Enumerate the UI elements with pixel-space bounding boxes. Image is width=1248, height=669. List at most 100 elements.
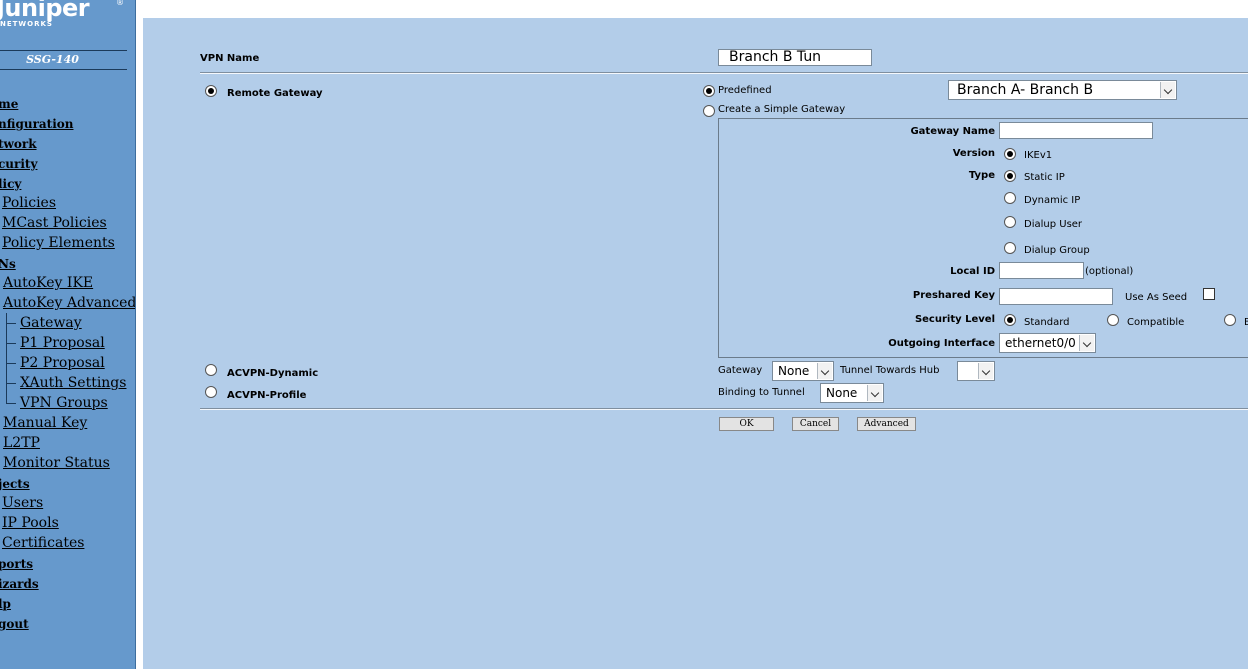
nav-vpns[interactable]: Ns: [0, 257, 16, 271]
gateway-name-label: Gateway Name: [910, 126, 995, 137]
local-id-label: Local ID: [950, 266, 995, 277]
version-ikev1-label: IKEv1: [1024, 150, 1053, 161]
nav-network[interactable]: twork: [0, 137, 37, 151]
security-basic-label: B: [1244, 317, 1248, 328]
tree-branch: [6, 323, 16, 324]
nav-mcast-policies[interactable]: MCast Policies: [2, 215, 107, 231]
acvpn-gateway-value: None: [778, 364, 810, 378]
predefined-gateway-select[interactable]: Branch A- Branch B: [948, 80, 1177, 100]
nav-help[interactable]: lp: [0, 597, 11, 611]
security-standard-radio[interactable]: [1004, 314, 1016, 326]
type-dialup-user-radio[interactable]: [1004, 216, 1016, 228]
tree-line: [6, 313, 7, 403]
type-dialup-group-label: Dialup Group: [1024, 245, 1090, 256]
nav-p1-proposal[interactable]: P1 Proposal: [20, 335, 105, 351]
predefined-radio[interactable]: [703, 85, 715, 97]
version-ikev1-radio[interactable]: [1004, 148, 1016, 160]
nav-home[interactable]: me: [0, 97, 19, 111]
type-static-ip-label: Static IP: [1024, 172, 1065, 183]
type-dynamic-ip-radio[interactable]: [1004, 192, 1016, 204]
nav-policy[interactable]: licy: [0, 177, 22, 191]
nav-security[interactable]: curity: [0, 157, 38, 171]
create-simple-gateway-radio[interactable]: [703, 105, 715, 117]
cancel-button[interactable]: Cancel: [792, 417, 839, 431]
nav-autokey-advanced[interactable]: AutoKey Advanced: [3, 295, 135, 311]
nav-policy-elements[interactable]: Policy Elements: [2, 235, 115, 251]
nav-gateway[interactable]: Gateway: [20, 315, 82, 331]
vpn-edit-form: VPN Name Branch B Tun Remote Gateway Pre…: [143, 18, 1248, 669]
nav-wizards[interactable]: izards: [0, 577, 39, 591]
nav-reports[interactable]: ports: [0, 557, 34, 571]
vpn-name-input[interactable]: Branch B Tun: [718, 49, 872, 66]
section-divider: [200, 408, 1248, 409]
chevron-down-icon[interactable]: [1160, 82, 1175, 98]
use-as-seed-label: Use As Seed: [1125, 292, 1188, 303]
frame-divider[interactable]: [135, 0, 143, 669]
remote-gateway-radio[interactable]: [205, 85, 217, 97]
nav-ip-pools[interactable]: IP Pools: [2, 515, 59, 531]
tunnel-towards-hub-label: Tunnel Towards Hub: [840, 365, 940, 376]
nav-configuration[interactable]: nfiguration: [0, 117, 74, 131]
security-standard-label: Standard: [1024, 317, 1070, 328]
vpn-name-label: VPN Name: [200, 53, 260, 64]
acvpn-profile-label: ACVPN-Profile: [227, 390, 307, 401]
nav-autokey-ike[interactable]: AutoKey IKE: [3, 275, 94, 291]
acvpn-profile-radio[interactable]: [205, 386, 217, 398]
registered-mark: ®: [116, 0, 124, 7]
predefined-label: Predefined: [718, 85, 772, 96]
juniper-logo: Juniper: [0, 0, 90, 22]
section-divider: [200, 72, 1248, 73]
create-simple-gateway-label: Create a Simple Gateway: [718, 104, 846, 115]
outgoing-interface-value: ethernet0/0: [1005, 336, 1076, 350]
gateway-name-input[interactable]: [999, 122, 1153, 139]
chevron-down-icon[interactable]: [1079, 335, 1094, 351]
sidebar-divider: [0, 69, 127, 70]
tree-branch: [6, 403, 16, 404]
acvpn-dynamic-radio[interactable]: [205, 364, 217, 376]
nav-manual-key[interactable]: Manual Key: [3, 415, 88, 431]
tunnel-towards-hub-select[interactable]: [957, 361, 995, 381]
section-divider-highlight: [200, 409, 1248, 410]
chevron-down-icon[interactable]: [978, 363, 993, 379]
nav-l2tp[interactable]: L2TP: [3, 435, 40, 451]
type-label: Type: [968, 170, 995, 181]
use-as-seed-checkbox[interactable]: [1203, 288, 1215, 300]
logo-subtitle: NETWORKS: [0, 20, 53, 28]
nav-logout[interactable]: gout: [0, 617, 29, 631]
type-dynamic-ip-label: Dynamic IP: [1024, 195, 1081, 206]
ok-button[interactable]: OK: [719, 417, 774, 431]
local-id-optional-hint: (optional): [1085, 266, 1134, 277]
acvpn-gateway-select[interactable]: None: [772, 361, 834, 381]
preshared-key-input[interactable]: [999, 288, 1113, 305]
chevron-down-icon[interactable]: [867, 385, 882, 401]
nav-users[interactable]: Users: [2, 495, 44, 511]
nav-xauth-settings[interactable]: XAuth Settings: [20, 375, 127, 391]
security-compatible-radio[interactable]: [1107, 314, 1119, 326]
nav-vpn-groups[interactable]: VPN Groups: [20, 395, 108, 411]
type-dialup-user-label: Dialup User: [1024, 219, 1083, 230]
chevron-down-icon[interactable]: [817, 363, 832, 379]
section-divider-highlight: [200, 73, 1248, 74]
nav-p2-proposal[interactable]: P2 Proposal: [20, 355, 105, 371]
advanced-button[interactable]: Advanced: [857, 417, 916, 431]
nav-objects[interactable]: jects: [0, 477, 30, 491]
type-static-ip-radio[interactable]: [1004, 170, 1016, 182]
local-id-input[interactable]: [999, 262, 1084, 279]
nav-policies[interactable]: Policies: [2, 195, 57, 211]
binding-to-tunnel-select[interactable]: None: [820, 383, 884, 403]
version-label: Version: [952, 148, 995, 159]
nav-certificates[interactable]: Certificates: [2, 535, 85, 551]
acvpn-gateway-label: Gateway: [718, 365, 763, 376]
remote-gateway-label: Remote Gateway: [227, 88, 323, 99]
security-basic-radio[interactable]: [1224, 314, 1236, 326]
security-level-label: Security Level: [914, 314, 995, 325]
predefined-gateway-value: Branch A- Branch B: [957, 82, 1094, 98]
tree-branch: [6, 383, 16, 384]
nav-monitor-status[interactable]: Monitor Status: [3, 455, 110, 471]
outgoing-interface-select[interactable]: ethernet0/0: [999, 333, 1096, 353]
tree-branch: [6, 343, 16, 344]
security-compatible-label: Compatible: [1127, 317, 1185, 328]
preshared-key-label: Preshared Key: [912, 290, 995, 301]
acvpn-dynamic-label: ACVPN-Dynamic: [227, 368, 319, 379]
type-dialup-group-radio[interactable]: [1004, 242, 1016, 254]
